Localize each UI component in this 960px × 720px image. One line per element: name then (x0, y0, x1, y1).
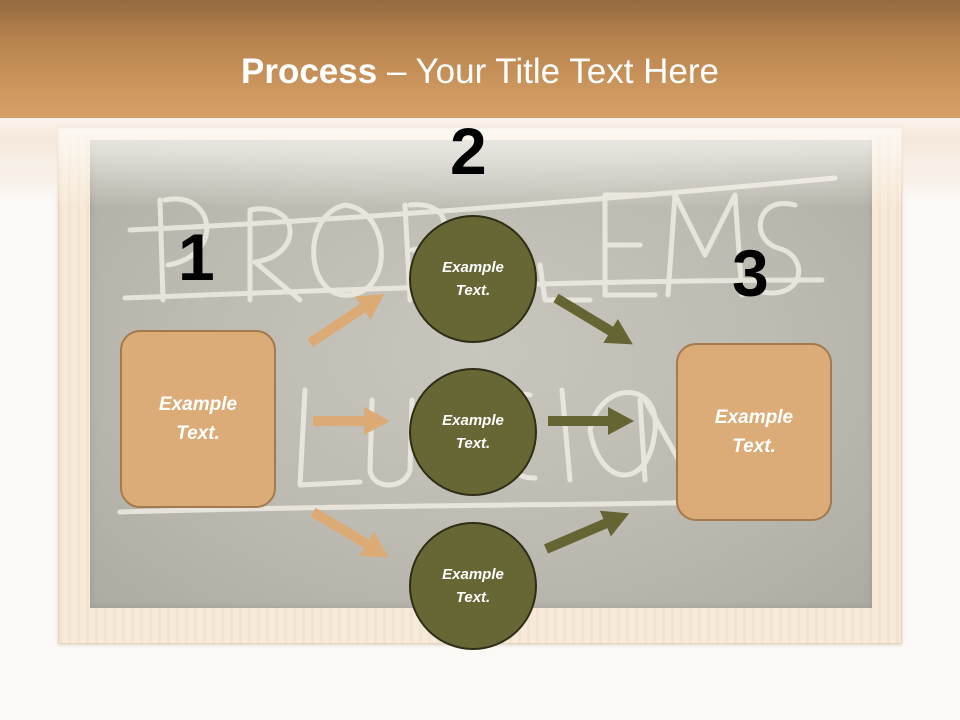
step-number-3: 3 (732, 236, 769, 310)
circle-node-bottom: Example Text. (409, 522, 537, 650)
arrow-left-to-bottom (310, 507, 389, 558)
circle-node-middle: Example Text. (409, 368, 537, 496)
right-box-text: Example Text. (714, 407, 794, 457)
circle-middle-text: Example Text. (442, 412, 504, 452)
right-text-box: Example Text. (676, 343, 832, 521)
left-box-text: Example Text. (158, 394, 238, 444)
circle-bottom-text: Example Text. (442, 566, 504, 606)
step-number-1: 1 (178, 220, 215, 294)
left-text-box: Example Text. (120, 330, 276, 508)
header-fade (0, 118, 960, 208)
circle-node-top: Example Text. (409, 215, 537, 343)
title-rest: – Your Title Text Here (377, 52, 719, 91)
slide-title: Process – Your Title Text Here (0, 52, 960, 92)
arrow-top-to-right (553, 293, 633, 345)
circle-top-text: Example Text. (442, 259, 504, 299)
arrow-left-to-top (307, 293, 385, 348)
arrow-bottom-to-right (544, 510, 630, 554)
title-bold: Process (241, 52, 378, 91)
step-number-2: 2 (450, 114, 487, 188)
